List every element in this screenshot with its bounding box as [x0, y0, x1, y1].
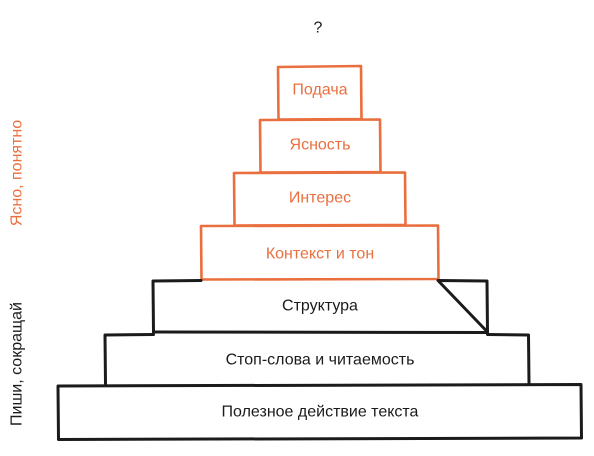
pyramid-step-label: Стоп-слова и читаемость [226, 352, 415, 369]
pyramid-step-label: Интерес [289, 190, 351, 207]
pyramid-step-label: Контекст и тон [266, 246, 374, 263]
pyramid-step-stopwords-readability: Стоп-слова и читаемость [103, 333, 531, 386]
pyramid-step-delivery: Подача [276, 64, 363, 121]
pyramid-step-context-tone: Контекст и тон [199, 224, 440, 281]
pyramid-step-label: Структура [282, 298, 358, 315]
pyramid-step-label: Ясность [290, 137, 351, 154]
side-label-write-shorten: Пиши, сокращай [9, 302, 26, 426]
pyramid-step-structure: Структура [151, 279, 489, 334]
pyramid-step-label: Полезное действие текста [222, 404, 419, 421]
question-mark: ? [314, 20, 323, 37]
pyramid-step-useful-action: Полезное действие текста [56, 383, 583, 441]
pyramid-step-label: Подача [292, 82, 347, 99]
side-label-clarity: Ясно, понятно [9, 120, 26, 226]
pyramid-step-clarity: Ясность [258, 118, 382, 174]
pyramid-step-interest: Интерес [232, 171, 407, 227]
